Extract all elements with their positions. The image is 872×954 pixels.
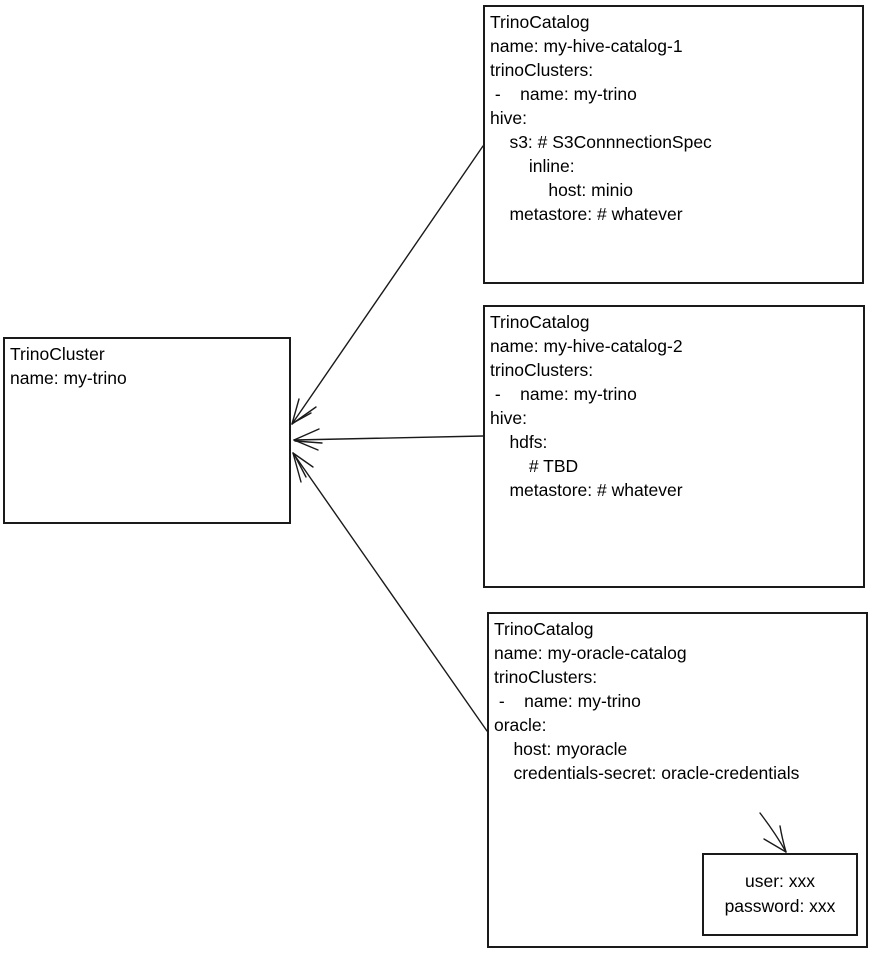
box-title: TrinoCluster [10, 344, 105, 364]
connector-catalog3-to-cluster-arrow [292, 452, 488, 732]
box-title: TrinoCatalog [494, 619, 594, 639]
yaml-line: - name: my-trino [490, 384, 637, 404]
trino-cluster-box: TrinoCluster name: my-trino [3, 337, 291, 524]
yaml-line: inline: [490, 156, 575, 176]
yaml-line: hive: [490, 108, 527, 128]
yaml-line: # TBD [490, 456, 579, 476]
yaml-line: user: xxx [744, 871, 816, 891]
yaml-line: trinoClusters: [490, 360, 594, 380]
yaml-line: trinoClusters: [490, 60, 594, 80]
trino-catalog-3-content: TrinoCatalog name: my-oracle-catalog tri… [489, 614, 866, 788]
box-title: TrinoCatalog [490, 312, 590, 332]
connector-catalog2-to-cluster-arrow [293, 428, 484, 451]
yaml-line: name: my-oracle-catalog [494, 643, 687, 663]
yaml-line: metastore: # whatever [490, 480, 683, 500]
yaml-line: credentials-secret: oracle-credentials [494, 763, 800, 783]
yaml-line: metastore: # whatever [490, 204, 683, 224]
yaml-line: password: xxx [724, 896, 836, 916]
trino-catalog-1-content: TrinoCatalog name: my-hive-catalog-1 tri… [485, 7, 862, 229]
trino-catalog-3-box: TrinoCatalog name: my-oracle-catalog tri… [487, 612, 868, 948]
connector-catalog1-to-cluster-arrow [291, 145, 484, 425]
yaml-line: hdfs: [490, 432, 548, 452]
yaml-line: - name: my-trino [490, 84, 637, 104]
trino-catalog-2-content: TrinoCatalog name: my-hive-catalog-2 tri… [485, 307, 863, 505]
trino-cluster-content: TrinoCluster name: my-trino [5, 339, 289, 393]
box-title: TrinoCatalog [490, 12, 590, 32]
yaml-line: - name: my-trino [494, 691, 641, 711]
yaml-line: name: my-trino [10, 368, 127, 388]
trino-catalog-2-box: TrinoCatalog name: my-hive-catalog-2 tri… [483, 305, 865, 588]
yaml-line: oracle: [494, 715, 547, 735]
yaml-line: trinoClusters: [494, 667, 598, 687]
yaml-line: name: my-hive-catalog-2 [490, 336, 683, 356]
yaml-line: name: my-hive-catalog-1 [490, 36, 683, 56]
yaml-line: host: myoracle [494, 739, 628, 759]
trino-catalog-1-box: TrinoCatalog name: my-hive-catalog-1 tri… [483, 5, 864, 284]
credentials-box: user: xxx password: xxx [702, 853, 858, 936]
yaml-line: hive: [490, 408, 527, 428]
yaml-line: host: minio [490, 180, 633, 200]
yaml-line: s3: # S3ConnnectionSpec [490, 132, 712, 152]
credentials-content: user: xxx password: xxx [704, 855, 856, 922]
